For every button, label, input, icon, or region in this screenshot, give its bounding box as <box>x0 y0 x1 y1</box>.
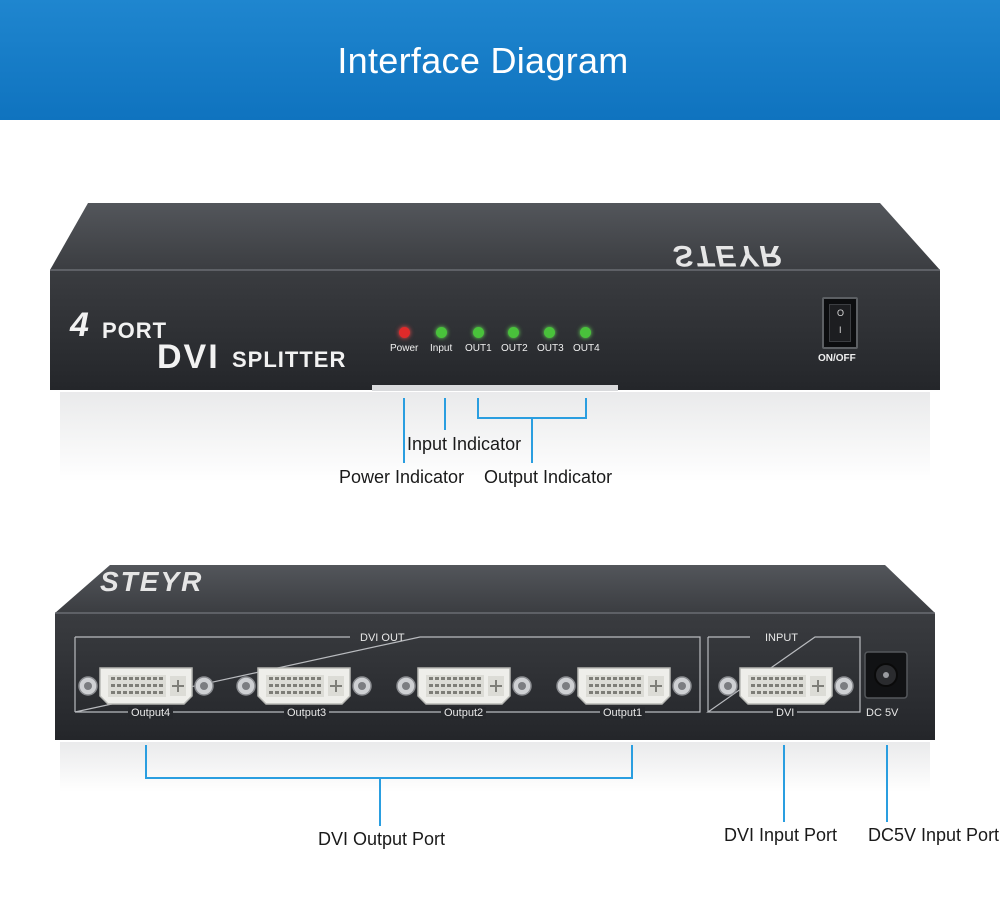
led-power <box>399 327 410 338</box>
dvi-input-label: DVI <box>773 707 798 719</box>
led-out2-label: OUT2 <box>501 343 528 354</box>
led-power-label: Power <box>390 343 419 354</box>
pointer-dvi-output <box>145 745 633 826</box>
callout-lines <box>145 398 888 826</box>
callout-dvi-output-port: DVI Output Port <box>318 829 446 849</box>
led-input <box>436 327 447 338</box>
switch-off-mark: O <box>837 308 845 318</box>
callout-power-indicator: Power Indicator <box>339 467 465 487</box>
callout-input-indicator: Input Indicator <box>407 434 522 454</box>
led-input-label: Input <box>430 343 453 354</box>
front-brand-logo: STEYR <box>673 239 784 272</box>
output2-label: Output2 <box>441 707 487 719</box>
front-model-splitter: SPLITTER <box>232 347 347 372</box>
led-out4 <box>580 327 591 338</box>
callout-output-indicator: Output Indicator <box>484 467 613 487</box>
callout-dvi-input-port: DVI Input Port <box>724 825 838 845</box>
led-out2 <box>508 327 519 338</box>
front-model-dvi: DVI <box>157 338 220 376</box>
switch-label: ON/OFF <box>818 353 856 364</box>
front-device <box>50 203 940 482</box>
back-brand-logo: STEYR <box>100 566 204 597</box>
output1-label: Output1 <box>600 707 646 719</box>
led-out3-label: OUT3 <box>537 343 564 354</box>
led-out3 <box>544 327 555 338</box>
led-out4-label: OUT4 <box>573 343 600 354</box>
front-model-number: 4 <box>70 306 89 344</box>
power-switch[interactable]: O I <box>822 297 858 349</box>
output3-label: Output3 <box>284 707 330 719</box>
front-model-port: PORT <box>102 318 168 343</box>
led-out1-label: OUT1 <box>465 343 492 354</box>
switch-on-mark: I <box>839 325 842 335</box>
back-device <box>55 565 935 792</box>
pointer-output <box>477 398 587 463</box>
dvi-out-heading: DVI OUT <box>360 632 405 644</box>
header-banner: Interface Diagram <box>0 0 1000 120</box>
output4-label: Output4 <box>128 707 174 719</box>
dc-label: DC 5V <box>866 707 899 719</box>
led-out1 <box>473 327 484 338</box>
callout-dc5v-input-port: DC5V Input Port <box>868 825 1000 845</box>
input-heading: INPUT <box>765 632 798 644</box>
page-title: Interface Diagram <box>337 40 629 81</box>
